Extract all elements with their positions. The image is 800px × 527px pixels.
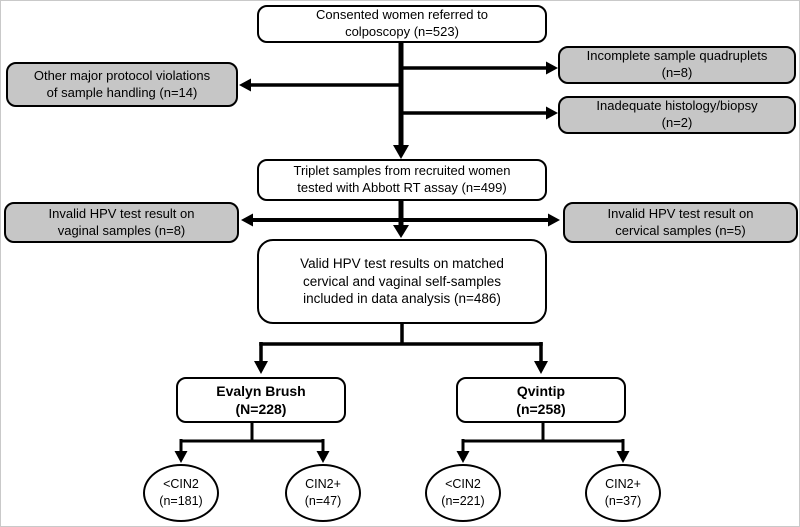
arrow-triplet-to-valid <box>393 201 409 238</box>
node-consented-women: Consented women referred to colposcopy (… <box>257 5 547 43</box>
node-incomplete-quadruplets: Incomplete sample quadruplets (n=8) <box>558 46 796 84</box>
arrow-to-inadequate <box>401 106 558 120</box>
node-other-protocol-violations: Other major protocol violations of sampl… <box>6 62 238 107</box>
arrow-to-incomplete <box>401 61 558 75</box>
node-triplet-samples: Triplet samples from recruited women tes… <box>257 159 547 201</box>
branch-qvintip-to-outcomes <box>456 423 630 463</box>
node-inadequate-histology: Inadequate histology/biopsy (n=2) <box>558 96 796 134</box>
node-evalyn-cin2plus: CIN2+ (n=47) <box>285 464 361 522</box>
node-valid-results: Valid HPV test results on matched cervic… <box>257 239 547 324</box>
arrow-consented-to-triplet <box>393 42 409 159</box>
branch-evalyn-to-outcomes <box>174 423 330 463</box>
arrow-to-other-violations <box>239 78 403 92</box>
arrow-to-invalid-samples <box>241 213 560 227</box>
node-qvintip-less-cin2: <CIN2 (n=221) <box>425 464 501 522</box>
node-invalid-vaginal: Invalid HPV test result on vaginal sampl… <box>4 202 239 243</box>
node-invalid-cervical: Invalid HPV test result on cervical samp… <box>563 202 798 243</box>
branch-valid-to-devices <box>254 324 548 374</box>
node-qvintip-cin2plus: CIN2+ (n=37) <box>585 464 661 522</box>
node-evalyn-brush: Evalyn Brush (N=228) <box>176 377 346 423</box>
node-evalyn-less-cin2: <CIN2 (n=181) <box>143 464 219 522</box>
node-qvintip: Qvintip (n=258) <box>456 377 626 423</box>
